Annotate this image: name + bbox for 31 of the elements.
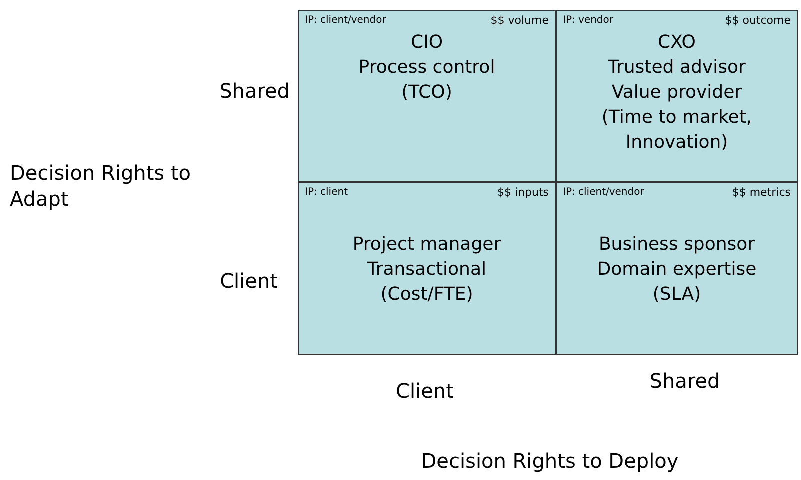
ip-note: IP: client <box>305 186 348 200</box>
role-text: (Cost/FTE) <box>380 283 474 308</box>
axis-label: Client <box>395 378 455 404</box>
payment-note: $$ inputs <box>497 185 549 201</box>
payment-note: $$ metrics <box>732 185 791 201</box>
quadrant-box <box>556 10 798 182</box>
role-text: (SLA) <box>652 283 702 308</box>
axis-label: Decision Rights to Adapt <box>10 160 192 212</box>
role-text: CXO <box>658 30 696 54</box>
ip-note: IP: vendor <box>563 14 614 28</box>
role-text: (Time to market, Innovation) <box>600 106 754 154</box>
ip-note: IP: client/vendor <box>563 186 644 200</box>
role-text: Process control <box>358 56 496 80</box>
role-text: Value provider <box>612 80 742 104</box>
role-text: (TCO) <box>402 80 452 104</box>
quadrant-box <box>556 182 798 355</box>
role-text: Business sponsor <box>598 233 756 258</box>
ip-note: IP: client/vendor <box>305 14 386 28</box>
role-text: Transactional <box>367 258 486 282</box>
axis-label: Shared <box>218 78 290 104</box>
payment-note: $$ volume <box>490 13 549 29</box>
role-text: Project manager <box>352 233 502 258</box>
quadrant-box <box>298 10 556 182</box>
axis-label: Decision Rights to Deploy <box>420 448 680 474</box>
axis-label: Shared <box>648 368 722 394</box>
role-text: CIO <box>410 30 444 54</box>
role-text: Trusted advisor <box>608 56 746 80</box>
role-text: Domain expertise <box>597 258 757 282</box>
axis-label: Client <box>219 268 278 294</box>
quadrant-box <box>298 182 556 355</box>
payment-note: $$ outcome <box>725 13 791 29</box>
